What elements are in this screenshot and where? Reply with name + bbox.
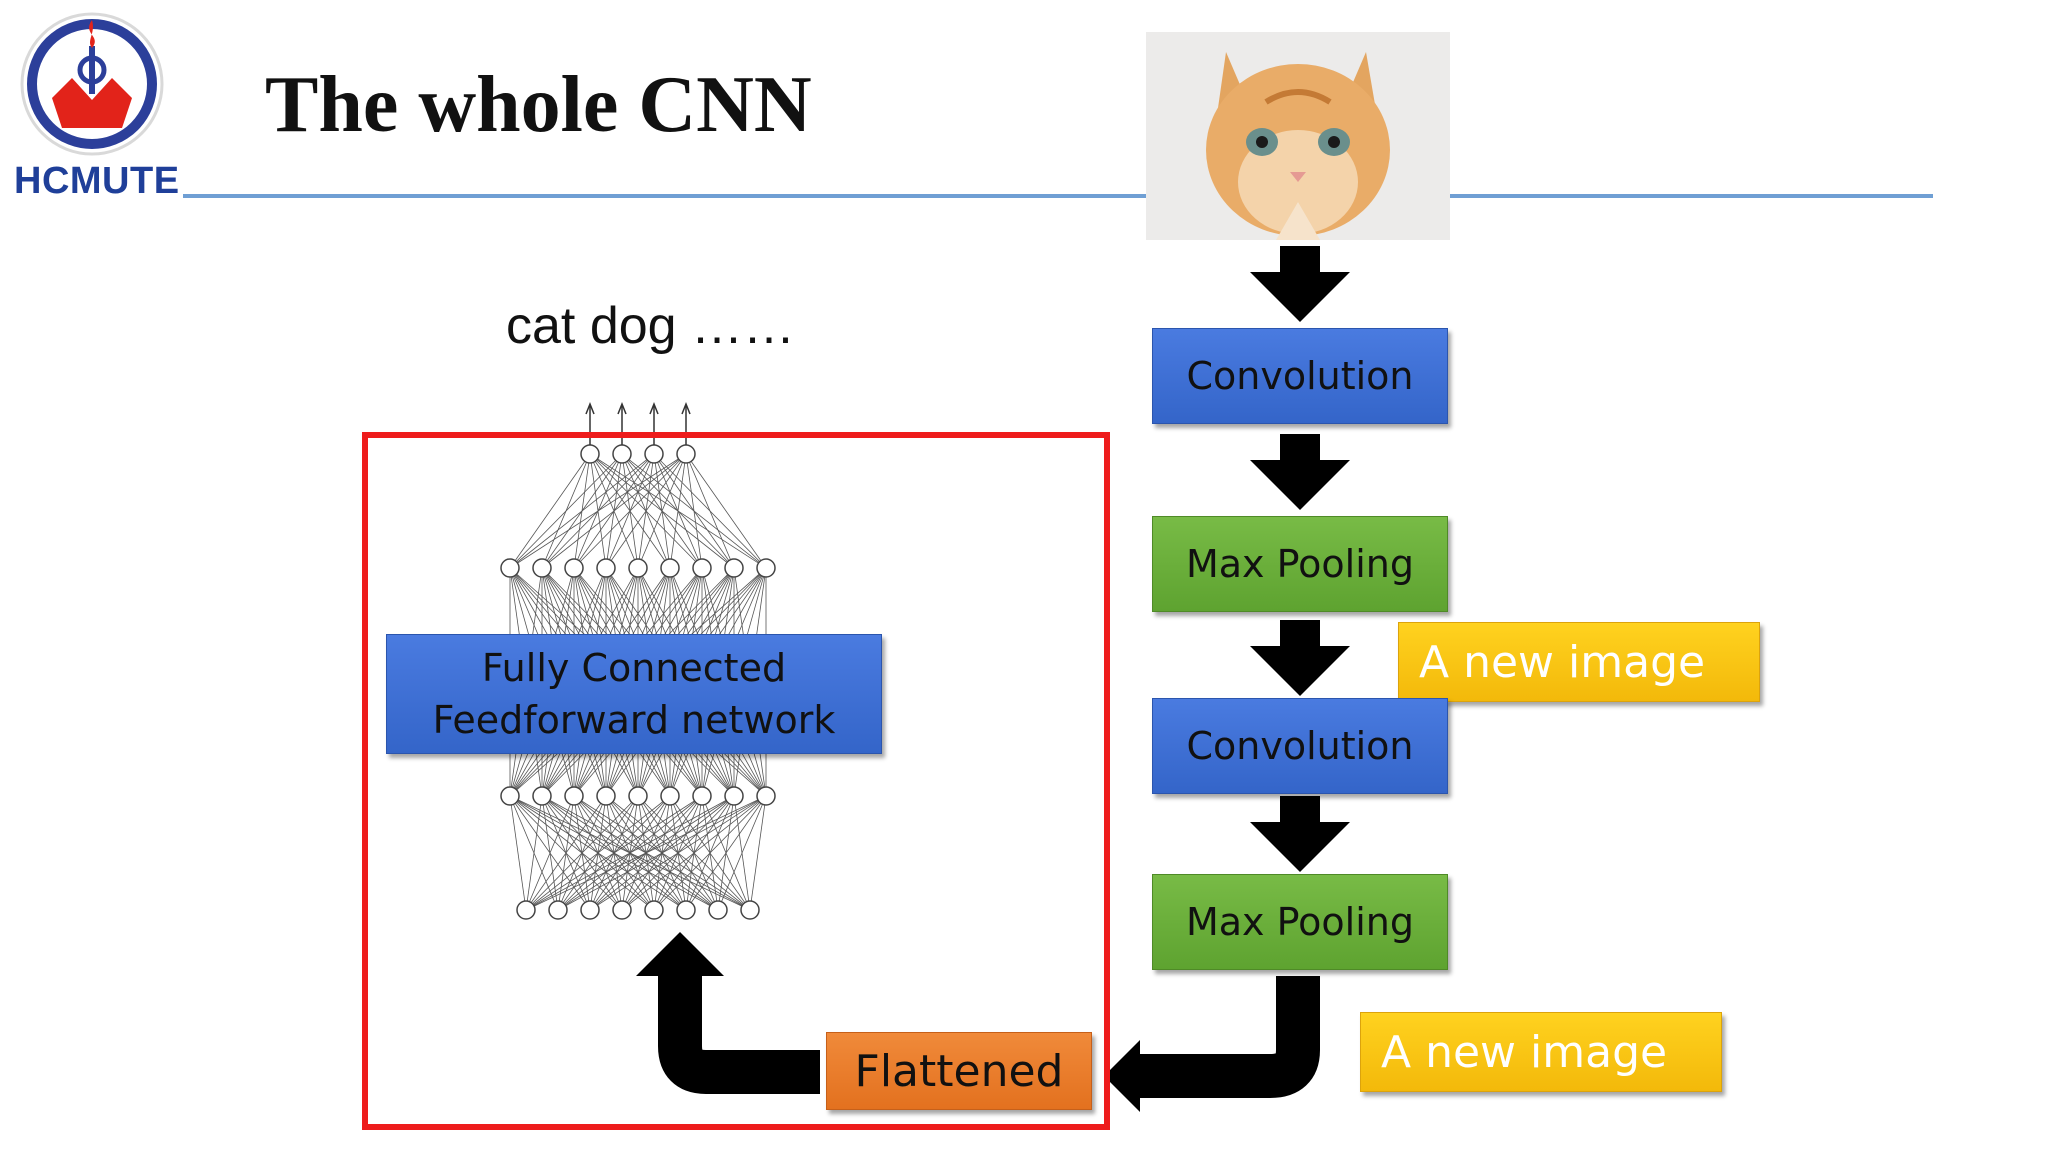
fc-label-line1: Fully Connected: [481, 646, 787, 690]
pool-to-flatten-arrow: [1126, 976, 1320, 1098]
network-neuron: [628, 558, 648, 578]
network-edge: [541, 453, 687, 569]
network-edge: [525, 795, 671, 911]
network-neuron: [564, 786, 584, 806]
network-edge: [685, 453, 767, 569]
network-neuron: [644, 900, 664, 920]
fully-connected-box: Fully Connected Feedforward network: [386, 634, 882, 754]
network-neuron: [660, 558, 680, 578]
network-edge: [621, 795, 767, 911]
network-neuron: [548, 900, 568, 920]
network-edge: [605, 453, 687, 569]
network-neuron: [596, 786, 616, 806]
network-edge: [685, 453, 703, 569]
network-neuron: [564, 558, 584, 578]
output-arrowhead: [681, 401, 691, 415]
network-edge: [557, 795, 767, 911]
network-edge: [653, 795, 767, 911]
network-edge: [525, 795, 607, 911]
logo-text: HCMUTE: [14, 160, 180, 202]
slide-title: The whole CNN: [265, 61, 812, 149]
network-neuron: [532, 558, 552, 578]
down-arrow-3: [1250, 620, 1350, 696]
network-neuron: [676, 900, 696, 920]
network-edge: [525, 795, 639, 911]
network-edge: [509, 453, 623, 569]
network-neuron: [500, 786, 520, 806]
network-edge: [525, 795, 575, 911]
network-edge: [589, 795, 767, 911]
network-neuron: [692, 786, 712, 806]
network-edge: [685, 453, 735, 569]
down-arrow-1: [1250, 246, 1350, 322]
new-image-note: A new image: [1398, 622, 1760, 702]
new-image-note: A new image: [1360, 1012, 1722, 1092]
down-arrow-2: [1250, 434, 1350, 510]
output-arrowhead: [617, 401, 627, 415]
flattened-box: Flattened: [826, 1032, 1092, 1110]
convolution-box: Convolution: [1152, 698, 1448, 794]
network-edge: [573, 453, 687, 569]
network-neuron: [692, 558, 712, 578]
network-edge: [509, 453, 655, 569]
network-neuron: [708, 900, 728, 920]
network-edge: [685, 795, 767, 911]
network-neuron: [660, 786, 680, 806]
network-edge: [525, 795, 703, 911]
convolution-box: Convolution: [1152, 328, 1448, 424]
network-edge: [509, 795, 527, 911]
title-rule: [183, 194, 1933, 198]
network-edge: [717, 795, 767, 911]
max-pooling-box: Max Pooling: [1152, 516, 1448, 612]
fc-label-line2: Feedforward network: [432, 698, 836, 742]
network-edge: [637, 453, 687, 569]
network-neuron: [628, 786, 648, 806]
network-neuron: [612, 900, 632, 920]
network-neuron: [724, 786, 744, 806]
network-neuron: [756, 786, 776, 806]
max-pooling-box: Max Pooling: [1152, 874, 1448, 970]
highlight-frame: [362, 432, 1110, 1130]
network-neuron: [724, 558, 744, 578]
network-edge: [525, 795, 767, 911]
network-edge: [509, 453, 591, 569]
output-arrowhead: [585, 401, 595, 415]
network-neuron: [756, 558, 776, 578]
down-arrow-4: [1250, 796, 1350, 872]
network-edge: [749, 795, 767, 911]
network-neuron: [500, 558, 520, 578]
cat-photo: [1146, 32, 1450, 240]
network-edge: [525, 795, 543, 911]
flatten-to-network-arrow: [658, 972, 820, 1094]
network-edge: [525, 795, 735, 911]
network-neuron: [532, 786, 552, 806]
network-neuron: [580, 900, 600, 920]
network-edge: [509, 453, 687, 569]
network-neuron: [740, 900, 760, 920]
network-neuron: [516, 900, 536, 920]
network-edge: [669, 453, 687, 569]
output-arrowhead: [649, 401, 659, 415]
output-classes-label: cat dog ……: [506, 297, 796, 355]
network-neuron: [596, 558, 616, 578]
university-logo: [12, 8, 182, 208]
